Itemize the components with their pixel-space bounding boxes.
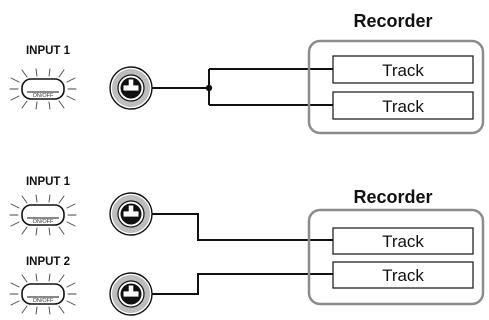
track-label: Track [382,266,424,285]
track-label: Track [382,232,424,251]
recorder-frame [307,39,485,135]
xlr-combo-jack-icon [109,272,153,316]
track-box [332,91,474,120]
recorder-title: Recorder [353,11,432,31]
track-box [332,227,474,255]
recorder-title: Recorder [353,187,432,207]
track-box [332,261,474,289]
xlr-combo-jack-icon [109,66,153,110]
input-2-label: INPUT 2 [26,256,70,268]
on-off-caption: ON/OFF [33,298,54,304]
lit-on-off-button-icon[interactable] [9,68,77,110]
on-off-caption: ON/OFF [33,219,54,225]
junction-dot [205,84,213,92]
signal-line [152,213,333,295]
recorder-frame [307,208,485,306]
top-panel: INPUT 1 ON/OFF Recorder Track Track [9,11,485,135]
signal-line [152,68,333,106]
xlr-combo-jack-icon [109,192,153,236]
track-box [332,55,474,84]
input-1-label: INPUT 1 [26,176,71,188]
track-label: Track [382,61,424,80]
bottom-panel: INPUT 1 ON/OFF INPUT 2 ON/OFF Recorder T… [9,176,485,316]
lit-on-off-button-icon[interactable] [9,273,77,315]
track-label: Track [382,97,424,116]
on-off-caption: ON/OFF [33,93,54,99]
input-1-label: INPUT 1 [26,45,71,57]
lit-on-off-button-icon[interactable] [9,194,77,236]
